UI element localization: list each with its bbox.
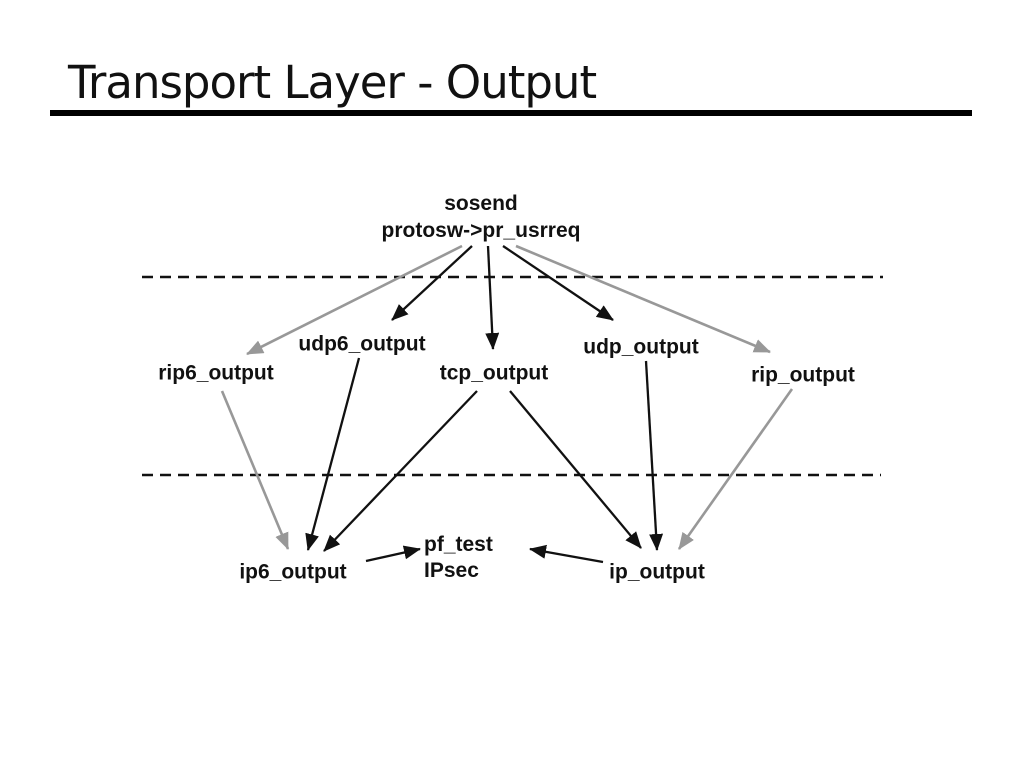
edge-rip-output-to-ip-output xyxy=(677,388,794,550)
node-tcp-output-label: tcp_output xyxy=(439,361,549,385)
node-pf-test-label: IPsec xyxy=(424,559,479,582)
node-udp6-output-label: udp6_output xyxy=(298,332,426,356)
node-udp6-output: udp6_output xyxy=(298,331,425,358)
edge-sosend-to-rip6-output xyxy=(246,244,463,356)
node-ip-output: ip_output xyxy=(609,559,705,586)
edge-tcp-output-to-ip6-output xyxy=(323,390,478,552)
edge-sosend-to-rip-output xyxy=(515,244,771,354)
edge-sosend-to-udp6-output xyxy=(391,245,473,321)
page-title: Transport Layer - Output xyxy=(68,56,597,109)
node-ip6-output-label: ip6_output xyxy=(239,560,347,584)
node-rip-output-label: rip_output xyxy=(751,363,855,387)
title-underline xyxy=(50,110,972,116)
edge-sosend-to-tcp-output xyxy=(485,245,500,350)
edge-tcp-output-to-ip-output xyxy=(509,390,642,549)
diagram-edges xyxy=(220,244,794,564)
edge-sosend-to-udp-output xyxy=(502,245,614,321)
edge-rip6-output-to-ip6-output xyxy=(220,390,290,550)
edge-ip-output-to-pf-test xyxy=(529,544,604,564)
node-tcp-output: tcp_output xyxy=(440,360,548,387)
node-rip6-output: rip6_output xyxy=(158,360,274,387)
edge-udp6-output-to-ip6-output xyxy=(305,357,361,551)
edge-ip6-output-to-pf-test xyxy=(365,545,421,563)
edge-udp-output-to-ip-output xyxy=(644,360,664,551)
layer-separators xyxy=(142,275,883,477)
node-udp-output-label: udp_output xyxy=(583,335,699,359)
node-pf-test-label: pf_test xyxy=(424,533,493,556)
node-ip6-output: ip6_output xyxy=(239,559,346,586)
node-sosend-hub-label: protosw->pr_usrreq xyxy=(381,219,581,242)
node-sosend-hub-label: sosend xyxy=(444,192,518,215)
node-sosend-hub: sosend protosw->pr_usrreq xyxy=(382,190,581,244)
node-udp-output: udp_output xyxy=(583,334,698,361)
node-ip-output-label: ip_output xyxy=(609,560,705,584)
node-rip-output: rip_output xyxy=(751,362,855,389)
node-rip6-output-label: rip6_output xyxy=(158,361,274,385)
